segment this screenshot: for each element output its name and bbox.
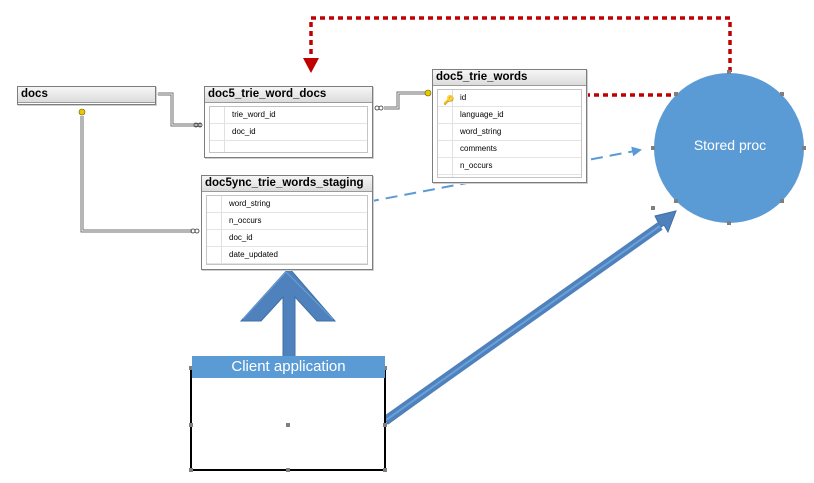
table-doc5-trie-word-docs[interactable]: doc5_trie_word_docs trie_word_id doc_id	[204, 86, 373, 158]
column-word-string[interactable]: word_string	[438, 124, 581, 141]
stored-proc-circle[interactable]	[654, 73, 804, 223]
table-doc5-trie-words[interactable]: doc5_trie_words 🔑 id language_id word_st…	[432, 69, 587, 183]
column-word-string[interactable]: word_string	[207, 196, 367, 213]
client-application-label: Client application	[192, 356, 385, 378]
stored-proc-handles	[651, 70, 806, 225]
table-title: docs	[18, 87, 155, 103]
key-connector-icon	[78, 108, 86, 116]
up-arrow	[239, 267, 337, 363]
table-columns: trie_word_id doc_id	[209, 106, 368, 153]
column-doc-id[interactable]: doc_id	[207, 230, 367, 247]
column-comments[interactable]: comments	[438, 141, 581, 158]
primary-key-icon: 🔑	[443, 95, 455, 105]
many-connector-icon	[374, 105, 384, 111]
column-n-occurs[interactable]: n_occurs	[438, 158, 581, 175]
table-docs[interactable]: docs	[17, 86, 156, 105]
red-arrowhead-down	[303, 58, 319, 73]
key-connector-icon	[424, 89, 432, 97]
relationship-words-worddocs	[384, 91, 426, 110]
red-dashed-arrow-top	[309, 16, 732, 72]
relationship-docs-staging	[80, 116, 192, 233]
table-title: doc5_trie_words	[433, 70, 586, 86]
table-title: doc5_trie_word_docs	[205, 87, 372, 103]
column-doc-id[interactable]: doc_id	[210, 124, 367, 141]
table-staging[interactable]: doc5ync_trie_words_staging word_string n…	[201, 175, 373, 270]
many-connector-icon	[193, 122, 203, 128]
column-language-id[interactable]: language_id	[438, 107, 581, 124]
relationship-docs-worddocs	[158, 92, 201, 127]
stored-proc-label: Stored proc	[693, 137, 767, 153]
table-columns: 🔑 id language_id word_string comments n_…	[437, 89, 582, 178]
many-connector-icon	[190, 228, 200, 234]
table-columns: word_string n_occurs doc_id date_updated	[206, 195, 368, 265]
client-application-box[interactable]	[190, 367, 386, 471]
column-n-occurs[interactable]: n_occurs	[207, 213, 367, 230]
column-date-updated[interactable]: date_updated	[207, 247, 367, 264]
table-title: doc5ync_trie_words_staging	[202, 176, 372, 192]
column-trie-word-id[interactable]: trie_word_id	[210, 107, 367, 124]
column-id[interactable]: 🔑 id	[438, 90, 581, 107]
